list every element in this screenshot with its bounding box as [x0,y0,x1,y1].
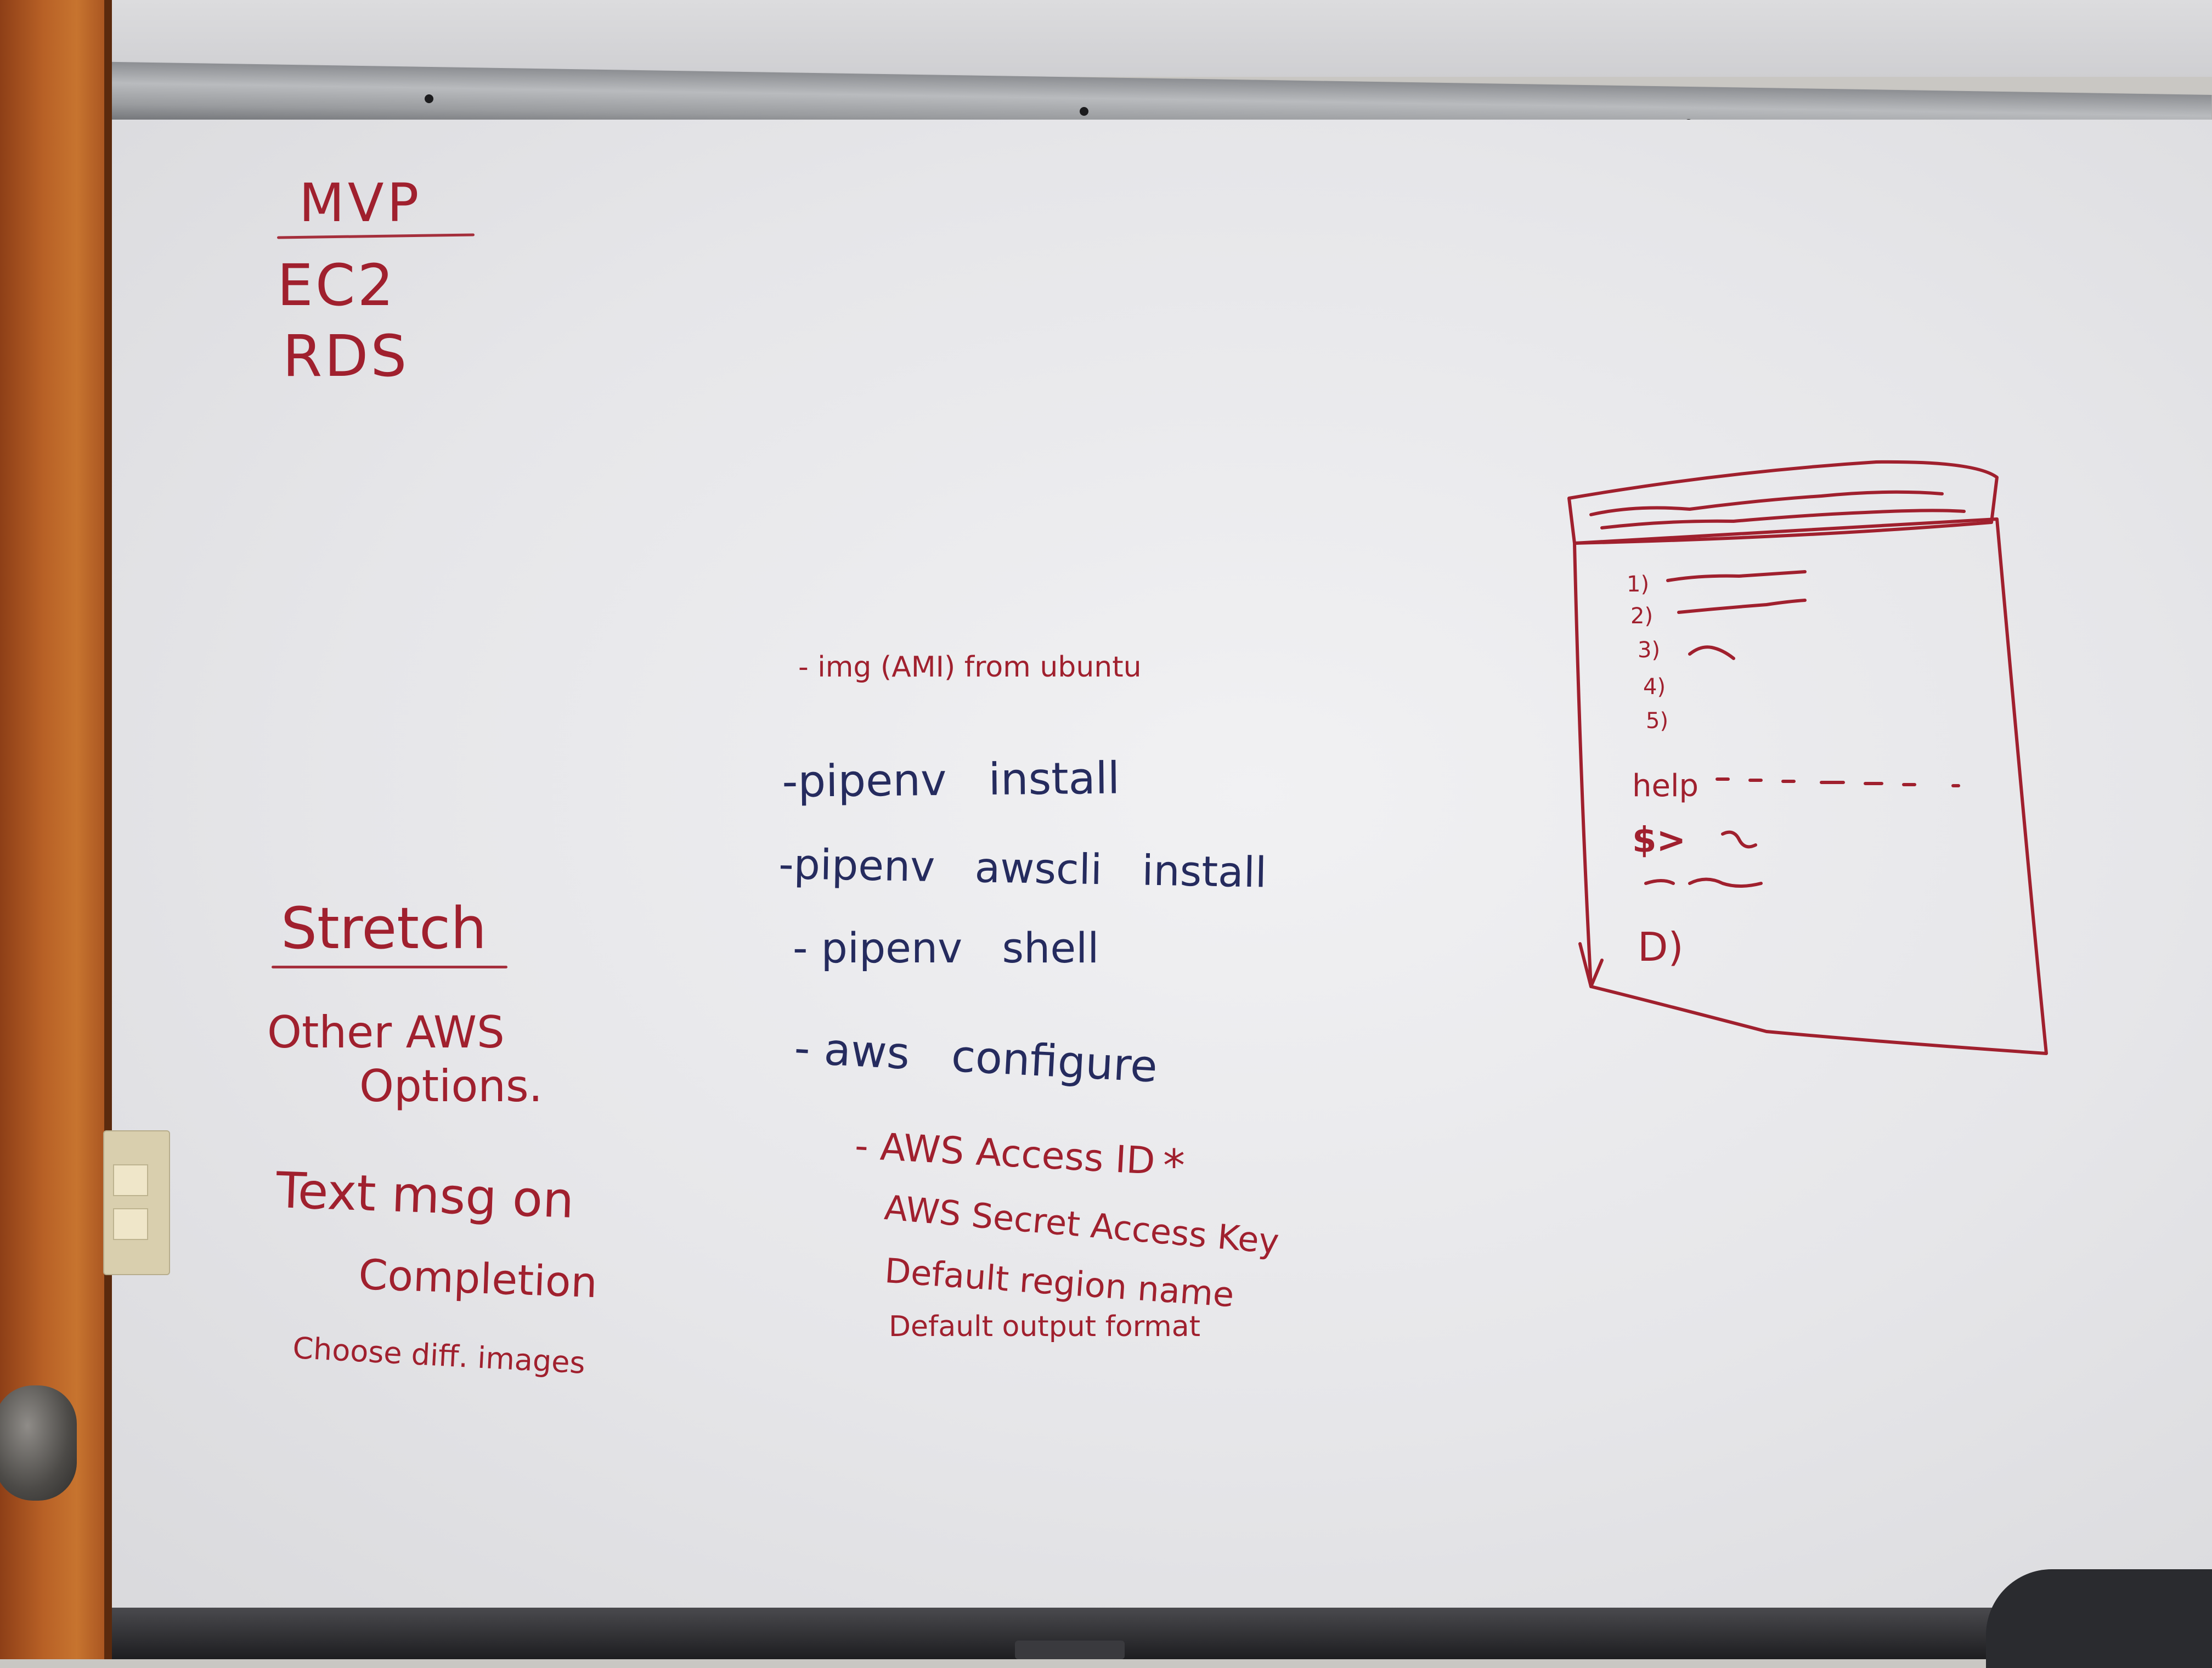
command-pipenv-install: -pipenv install [781,752,1120,807]
marker-on-tray [1015,1641,1125,1659]
rail-screw [425,94,433,103]
mvp-item-ec2: EC2 [277,252,396,319]
door-edge [104,0,112,1659]
door [0,0,110,1659]
prompt-squiggle [1721,830,1757,849]
light-switch-plate [103,1130,170,1275]
stretch-item-completion: Completion [358,1250,599,1308]
title-squiggle [1600,509,1966,529]
light-switch [113,1208,148,1240]
asterisk-mark: * [1163,1140,1185,1191]
door-knob [0,1385,77,1501]
stretch-item-text-msg: Text msg on [275,1162,575,1230]
menu-squiggle [1688,645,1735,660]
terminal-last-prompt: D) [1638,924,1684,970]
stretch-underline [272,966,507,968]
command-pipenv-awscli-install: -pipenv awscli install [778,839,1267,897]
terminal-sketch [1567,460,2048,1055]
whiteboard-surface [82,120,2212,1612]
terminal-menu-1: 1) [1627,572,1650,597]
terminal-menu-2: 2) [1630,604,1654,629]
mvp-heading: MVP [299,172,422,234]
help-dashes [1716,777,1960,787]
terminal-prompt: $> [1632,820,1686,861]
mvp-item-rds: RDS [283,323,409,390]
stretch-item-other-aws: Other AWS [267,1007,505,1058]
terminal-window-frame [1573,517,2048,1055]
command-pipenv-shell: - pipenv shell [793,923,1099,972]
light-switch [113,1164,148,1196]
terminal-menu-4: 4) [1643,674,1666,700]
chair-back [1986,1569,2212,1668]
terminal-left-arrow [1578,942,1604,988]
ami-note: - img (AMI) from ubuntu [798,651,1142,684]
menu-squiggle [1666,570,1807,582]
terminal-title-bar [1567,460,1999,545]
prompt-squiggle [1644,877,1763,888]
terminal-menu-3: 3) [1638,638,1661,663]
rail-screw [1080,107,1088,116]
terminal-menu-5: 5) [1646,708,1669,734]
terminal-help-line: help [1632,768,1699,804]
stretch-heading: Stretch [281,895,487,962]
wall [0,0,2212,77]
configure-prompt-output: Default output format [889,1310,1201,1343]
stretch-item-options: Options. [359,1061,543,1112]
title-squiggle [1589,490,1944,516]
whiteboard-bottom-tray [82,1608,2212,1659]
menu-squiggle [1677,599,1807,614]
